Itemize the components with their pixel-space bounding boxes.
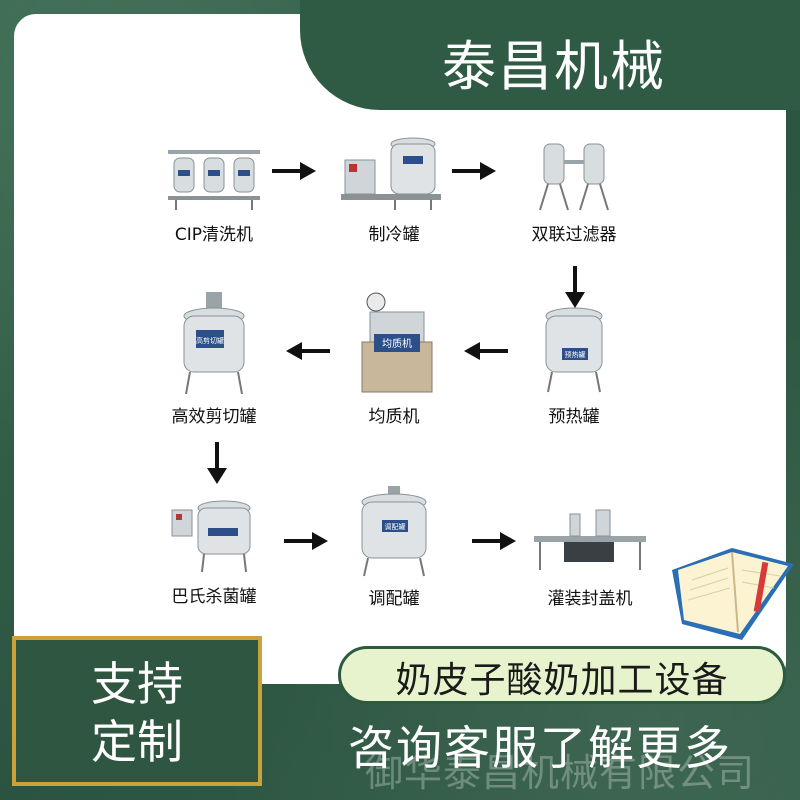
cooling-tank-icon	[341, 137, 441, 210]
step-duplex-filter: 双联过滤器	[494, 134, 654, 245]
pasteurizer-tank-icon	[171, 500, 251, 573]
brand-title: 泰昌机械	[442, 35, 666, 98]
arrow-left-icon	[464, 342, 508, 360]
arrow-right-icon	[472, 532, 516, 550]
step-label: 制冷罐	[368, 225, 420, 245]
step-blending-tank: 调配罐 调配罐	[314, 486, 474, 609]
arrow-left-icon	[286, 342, 330, 360]
consult-text: 咨询客服了解更多	[348, 721, 732, 775]
badge-line-1: 支持	[91, 657, 183, 711]
notebook-icon	[672, 548, 794, 640]
step-filling-capping: 灌装封盖机	[510, 508, 670, 609]
step-label: CIP清洗机	[174, 225, 254, 245]
product-name: 奶皮子酸奶加工设备	[395, 660, 729, 701]
badge-line-2: 定制	[91, 715, 183, 769]
blending-tank-icon: 调配罐	[361, 486, 427, 577]
step-pasteurizer: 巴氏杀菌罐	[134, 494, 294, 607]
title-banner	[300, 0, 800, 110]
shear-tank-icon: 高剪切罐	[183, 292, 245, 395]
arrow-down-icon	[207, 442, 227, 484]
step-label: 预热罐	[548, 407, 600, 427]
step-label: 高效剪切罐	[171, 407, 257, 427]
filling-capping-machine-icon	[534, 509, 646, 570]
homogenizer-icon: 均质机	[361, 292, 433, 393]
step-shear-tank: 高剪切罐 高效剪切罐	[134, 290, 294, 427]
cip-cleaner-machine-icon	[168, 150, 260, 210]
company-watermark: 御华泰昌机械有限公司	[364, 751, 755, 795]
preheat-tank-icon: 预热罐	[545, 307, 603, 393]
step-label: 双联过滤器	[531, 225, 617, 245]
step-label: 灌装封盖机	[547, 589, 633, 609]
svg-text:调配罐: 调配罐	[385, 522, 406, 531]
arrow-right-icon	[452, 162, 496, 180]
step-cooling-tank: 制冷罐	[314, 130, 474, 245]
svg-text:均质机: 均质机	[382, 337, 412, 350]
step-label: 巴氏杀菌罐	[171, 587, 257, 607]
step-homogenizer: 均质机 均质机	[314, 290, 474, 427]
step-preheat-tank: 预热罐 预热罐	[494, 304, 654, 427]
svg-text:高剪切罐: 高剪切罐	[196, 336, 224, 345]
customization-badge: 支持 定制	[12, 636, 262, 786]
duplex-filter-icon	[539, 143, 609, 211]
arrow-down-icon	[565, 266, 585, 308]
arrow-right-icon	[284, 532, 328, 550]
arrow-right-icon	[272, 162, 316, 180]
step-label: 调配罐	[368, 589, 420, 609]
step-label: 均质机	[368, 407, 420, 427]
product-pill: 奶皮子酸奶加工设备	[338, 646, 786, 704]
step-cip-cleaner: CIP清洗机	[134, 140, 294, 245]
svg-text:预热罐: 预热罐	[565, 350, 586, 359]
